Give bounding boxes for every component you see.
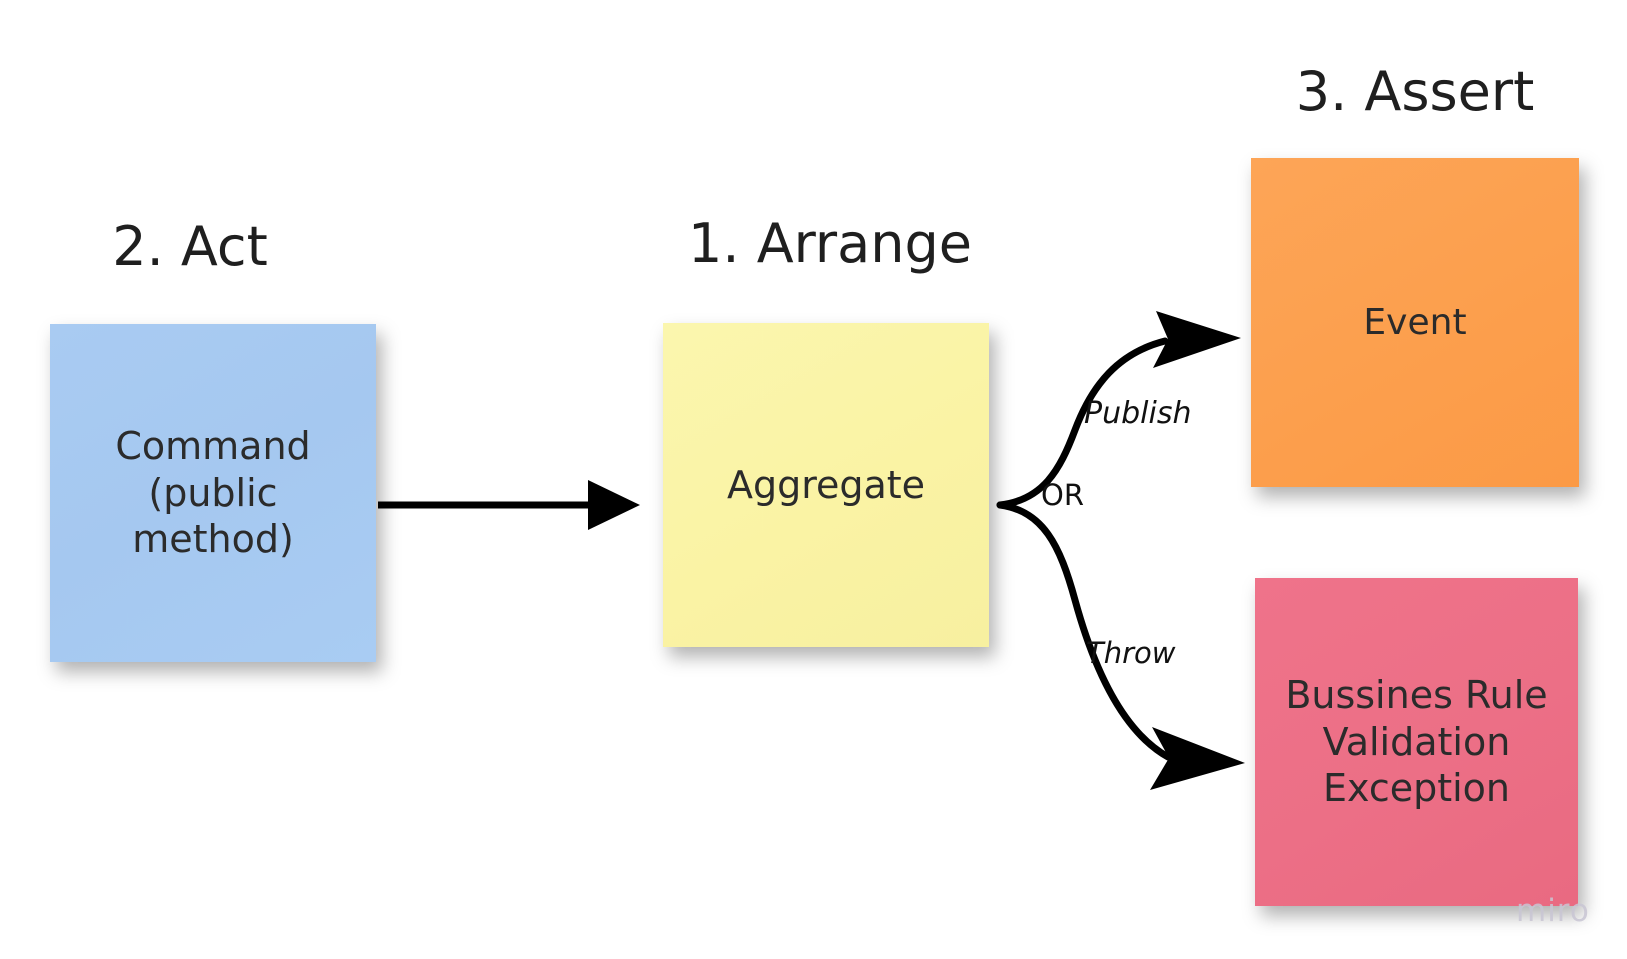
sticky-note-event-label: Event (1363, 301, 1467, 343)
sticky-note-command-label: Command (public method) (115, 424, 311, 562)
sticky-note-command[interactable]: Command (public method) (50, 324, 376, 662)
miro-watermark: miro (1516, 893, 1590, 929)
heading-assert: 3. Assert (1295, 60, 1535, 123)
heading-arrange: 1. Arrange (688, 212, 972, 275)
sticky-note-exception-label: Bussines Rule Validation Exception (1285, 673, 1548, 811)
sticky-note-aggregate[interactable]: Aggregate (663, 323, 989, 647)
edge-label-throw: Throw (1086, 636, 1176, 670)
sticky-note-aggregate-label: Aggregate (726, 462, 926, 507)
arrow-command-to-aggregate (378, 480, 640, 530)
sticky-note-business-rule-validation-exception[interactable]: Bussines Rule Validation Exception (1255, 578, 1578, 906)
edge-label-or: OR (1041, 478, 1084, 512)
heading-act: 2. Act (112, 215, 268, 278)
sticky-note-event[interactable]: Event (1251, 158, 1579, 487)
edge-label-publish: Publish (1084, 396, 1192, 431)
